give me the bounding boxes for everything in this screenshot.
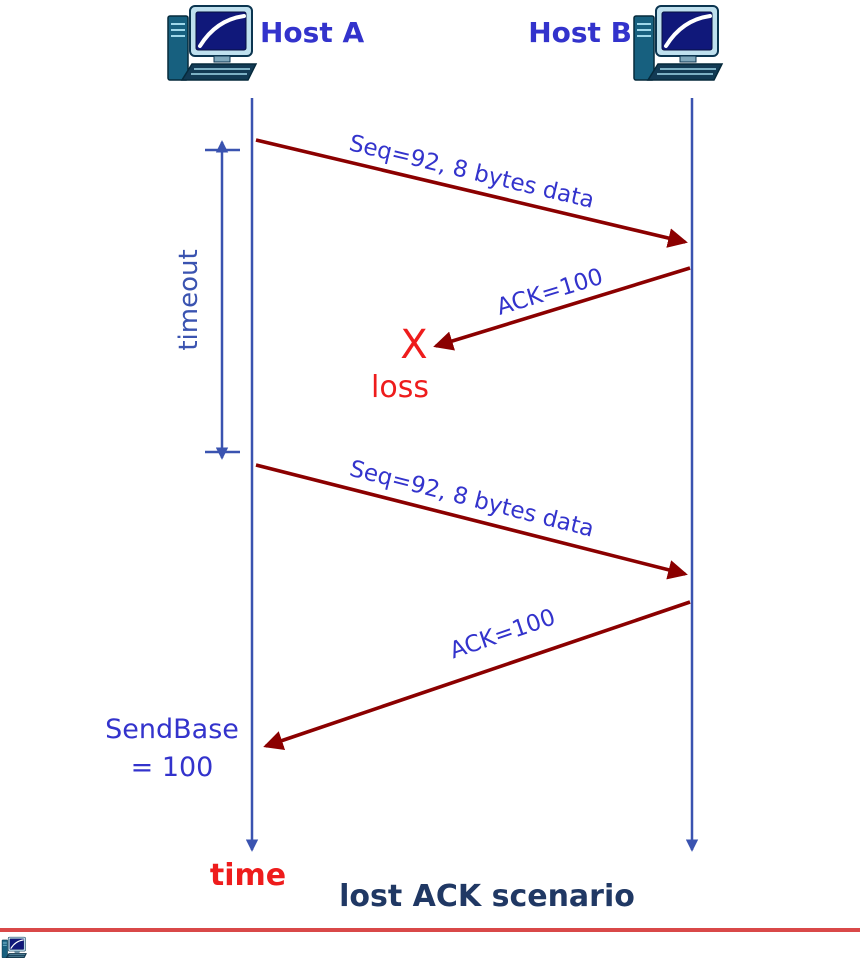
host-a-computer-icon xyxy=(166,4,258,82)
loss-label: loss xyxy=(371,370,429,405)
host-a-label: Host A xyxy=(260,16,364,49)
host-b-computer-icon xyxy=(632,4,724,82)
loss-x-mark: X xyxy=(400,322,427,368)
seq1-arrow xyxy=(255,138,688,248)
ack1-arrow xyxy=(433,266,691,351)
ack2-label: ACK=100 xyxy=(447,604,559,664)
sendbase-label-line2: = 100 xyxy=(131,752,214,783)
ack2-arrow xyxy=(263,600,691,750)
sendbase-label: SendBase = 100 xyxy=(105,714,239,783)
footer-logo-icon xyxy=(1,936,28,958)
sendbase-label-line1: SendBase xyxy=(105,714,239,745)
host-b-label: Host B xyxy=(528,16,632,49)
timeout-label: timeout xyxy=(174,249,204,350)
seq2-arrow xyxy=(255,463,688,580)
time-axis-label: time xyxy=(210,858,286,893)
diagram-caption: lost ACK scenario xyxy=(339,879,635,914)
footer-rule xyxy=(0,928,860,932)
